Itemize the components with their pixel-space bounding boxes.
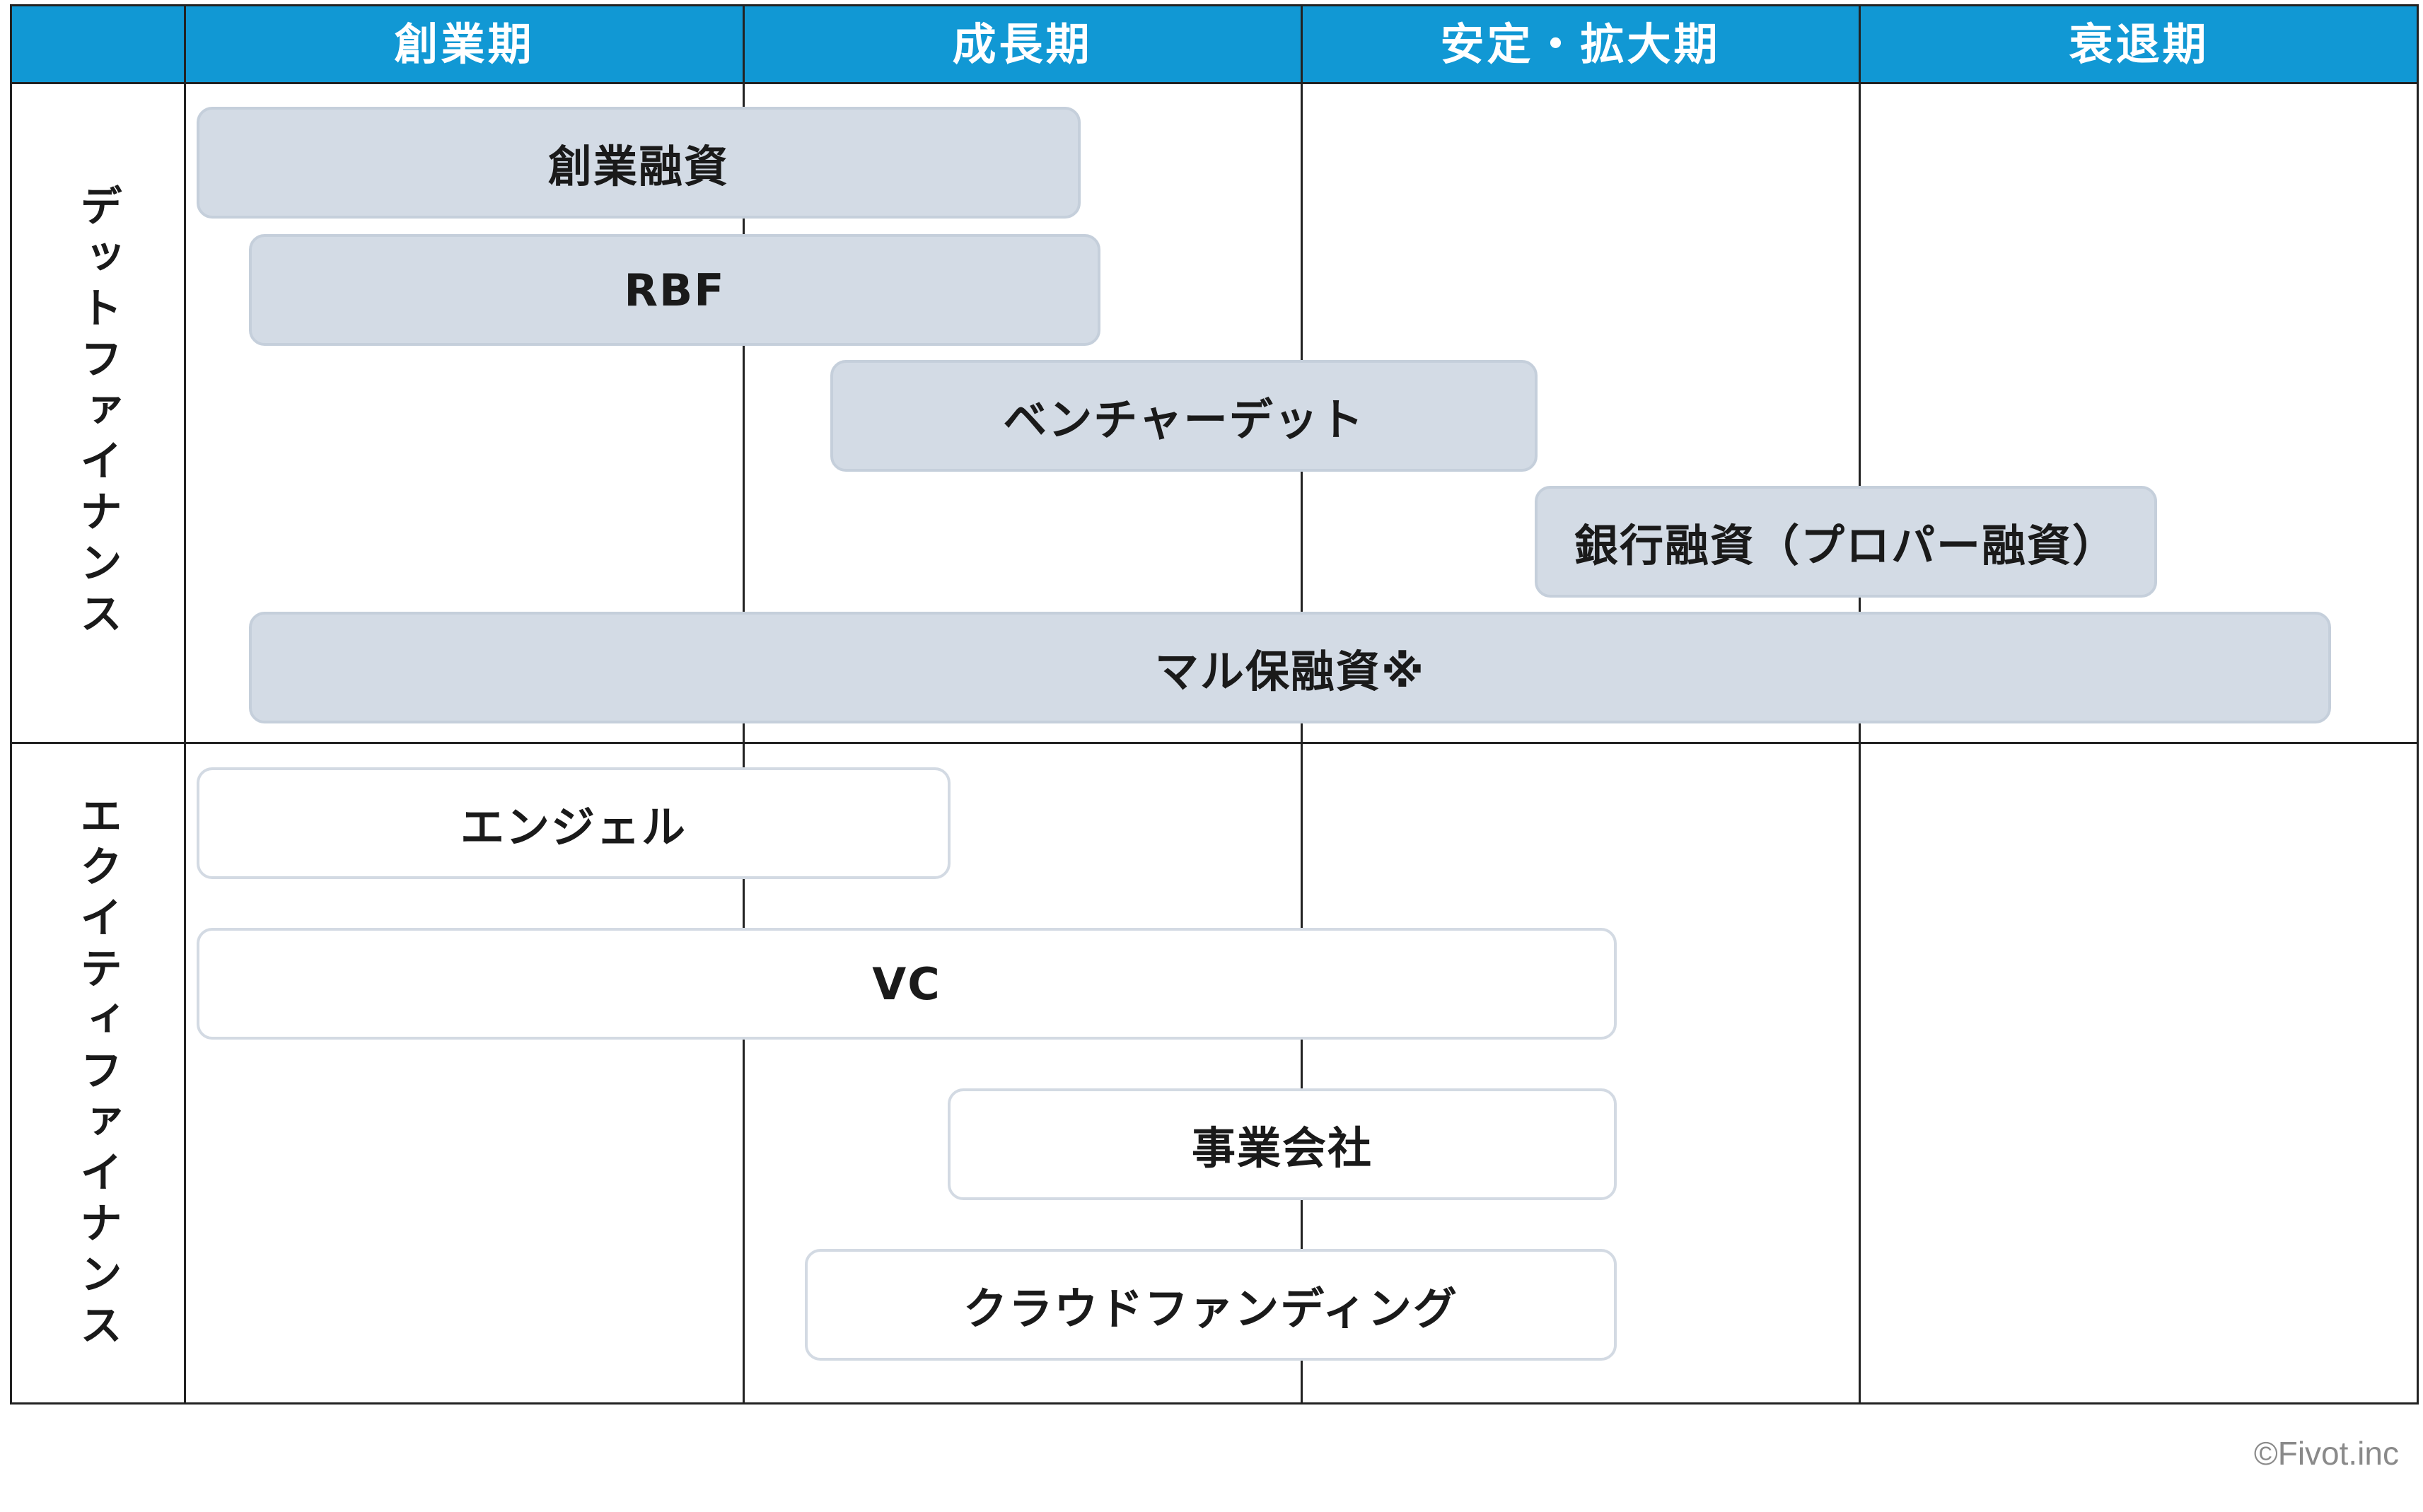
debt-finance-label-text: デットファイナンス <box>72 184 122 642</box>
financing-phase-diagram: 創業期 成長期 安定・拡大期 衰退期 デットファイナンス エクイティファイナンス… <box>10 4 2419 1405</box>
frame-left-border <box>10 4 12 1405</box>
equity-finance-section-label: エクイティファイナンス <box>10 744 185 1402</box>
phase-label-stable-expansion: 安定・拡大期 <box>1440 18 1721 70</box>
bar-operating-company: 事業会社 <box>948 1088 1617 1200</box>
frame-right-border <box>2417 4 2419 1405</box>
section-divider <box>10 742 2419 744</box>
bar-crowdfunding: クラウドファンディング <box>805 1249 1617 1361</box>
phase-label-founding: 創業期 <box>394 18 535 70</box>
phase-label-decline: 衰退期 <box>2069 18 2209 70</box>
bar-vc: VC <box>197 928 1617 1040</box>
equity-finance-label-text: エクイティファイナンス <box>72 793 122 1354</box>
bar-venture-debt: ベンチャーデット <box>830 360 1538 472</box>
bar-startup-loan: 創業融資 <box>197 107 1081 219</box>
bar-angel: エンジェル <box>197 767 951 879</box>
debt-finance-section-label: デットファイナンス <box>10 84 185 742</box>
bar-rbf: RBF <box>249 234 1100 346</box>
phase-label-growth: 成長期 <box>952 18 1093 70</box>
phase-header-band <box>10 4 2419 84</box>
bar-bank-loan-proper: 銀行融資（プロパー融資） <box>1535 486 2157 598</box>
copyright-notice: ©Fivot.inc <box>2253 1435 2399 1472</box>
frame-bottom-border <box>10 1402 2419 1405</box>
label-column-divider <box>184 4 186 1405</box>
bar-guaranteed-loan: マル保融資※ <box>249 612 2331 723</box>
